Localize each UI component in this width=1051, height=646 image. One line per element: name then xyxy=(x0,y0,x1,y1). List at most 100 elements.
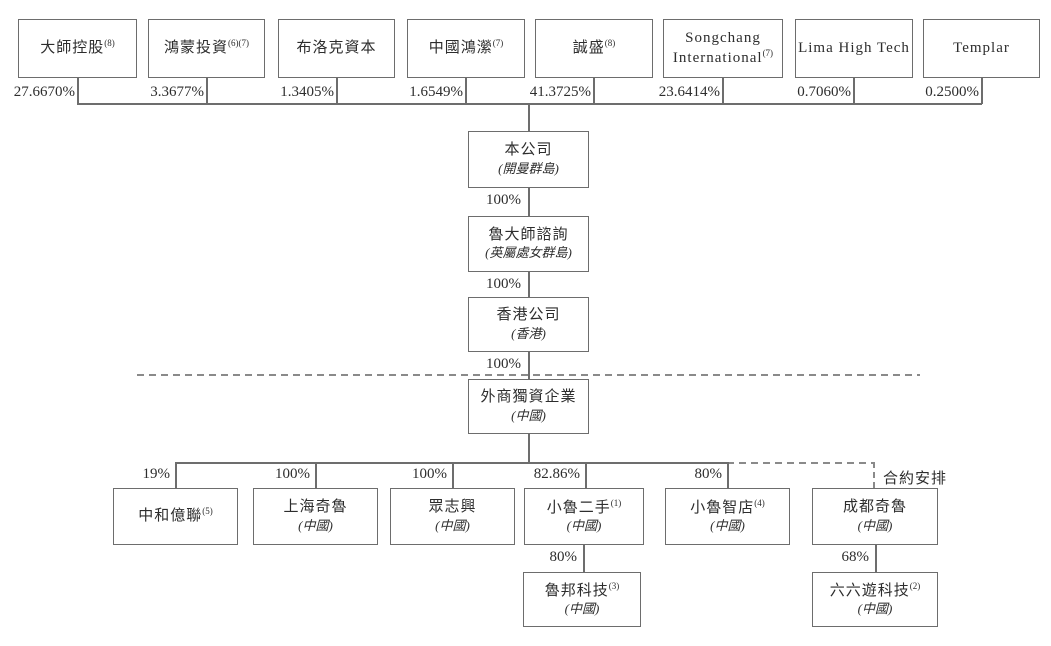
entity-name: 中國鴻瀠(7) xyxy=(428,38,504,57)
connector-line xyxy=(585,462,587,488)
entity-box-china-hongying: 中國鴻瀠(7) xyxy=(407,19,525,78)
ownership-pct: 1.6549% xyxy=(409,84,463,100)
entity-place: (英屬處女群島) xyxy=(485,245,572,261)
connector-line xyxy=(175,462,727,464)
connector-line xyxy=(722,78,724,104)
entity-name: 魯邦科技(3) xyxy=(544,580,620,599)
ownership-pct: 100% xyxy=(486,276,521,292)
ownership-pct: 100% xyxy=(486,356,521,372)
entity-name: 小魯智店(4) xyxy=(690,497,765,516)
footnote-ref: (5) xyxy=(202,506,213,517)
footnote-ref: (3) xyxy=(608,580,620,591)
entity-name: 六六遊科技(2) xyxy=(829,580,921,599)
connector-line xyxy=(583,545,585,572)
connector-line xyxy=(336,78,338,104)
connector-line xyxy=(528,272,530,297)
entity-name: 眾志興 xyxy=(428,499,477,516)
entity-box-ludashi-consulting: 魯大師諮詢 (英屬處女群島) xyxy=(468,216,589,272)
entity-box-block-capital: 布洛克資本 xyxy=(278,19,395,78)
connector-line xyxy=(727,462,729,488)
connector-line xyxy=(528,103,530,131)
connector-line xyxy=(528,188,530,216)
entity-place: (開曼群島) xyxy=(498,160,559,176)
connector-line xyxy=(206,78,208,104)
entity-box-the-company: 本公司 (開曼群島) xyxy=(468,131,589,188)
entity-name: 中和億聯(5) xyxy=(138,506,213,525)
offshore-onshore-divider xyxy=(137,374,920,376)
entity-place: (中國) xyxy=(857,517,893,533)
ownership-pct: 100% xyxy=(412,466,447,482)
connector-line xyxy=(77,78,79,104)
entity-box-templar: Templar xyxy=(923,19,1040,78)
entity-box-xiaolu-zhidian: 小魯智店(4) (中國) xyxy=(665,488,790,545)
entity-name: Templar xyxy=(953,40,1010,57)
entity-name: 誠盛(8) xyxy=(572,38,616,57)
ownership-pct: 23.6414% xyxy=(658,84,720,100)
connector-line xyxy=(452,462,454,488)
connector-line xyxy=(853,78,855,104)
connector-line xyxy=(981,78,983,104)
ownership-pct: 80% xyxy=(549,549,578,565)
entity-box-lima-high-tech: Lima High Tech xyxy=(795,19,913,78)
connector-line xyxy=(528,434,530,462)
entity-name: 布洛克資本 xyxy=(296,40,377,57)
entity-box-liuliuyou-keji: 六六遊科技(2) (中國) xyxy=(812,572,938,627)
entity-name: Lima High Tech xyxy=(798,40,910,57)
ownership-pct: 19% xyxy=(142,466,171,482)
footnote-ref: (8) xyxy=(104,38,115,49)
entity-box-zhonghe-yilian: 中和億聯(5) xyxy=(113,488,238,545)
ownership-pct: 68% xyxy=(841,549,870,565)
ownership-pct: 100% xyxy=(275,466,310,482)
footnote-ref: (2) xyxy=(909,580,921,591)
entity-name: 魯大師諮詢 xyxy=(488,226,569,243)
entity-box-hk-company: 香港公司 (香港) xyxy=(468,297,589,352)
connector-line xyxy=(315,462,317,488)
connector-line xyxy=(175,462,177,488)
entity-name: 上海奇魯 xyxy=(283,499,348,516)
entity-box-chengsheng: 誠盛(8) xyxy=(535,19,653,78)
entity-box-zhongzhixing: 眾志興 (中國) xyxy=(390,488,515,545)
entity-box-shanghai-qilu: 上海奇魯 (中國) xyxy=(253,488,378,545)
ownership-pct: 0.2500% xyxy=(925,84,979,100)
ownership-pct: 27.6670% xyxy=(13,84,75,100)
entity-place: (中國) xyxy=(566,518,602,534)
entity-place: (香港) xyxy=(511,325,546,341)
ownership-pct: 1.3405% xyxy=(280,84,334,100)
entity-place: (中國) xyxy=(564,601,600,617)
entity-place: (中國) xyxy=(511,407,546,423)
ownership-pct: 41.3725% xyxy=(529,84,591,100)
contract-dashed-line xyxy=(727,462,874,464)
ownership-pct: 3.3677% xyxy=(150,84,204,100)
entity-place: (中國) xyxy=(710,518,745,534)
entity-name: 本公司 xyxy=(504,142,553,159)
entity-name: 鴻蒙投資(6)(7) xyxy=(163,38,249,57)
footnote-ref: (8) xyxy=(604,38,616,49)
entity-box-dashi-holdings: 大師控股(8) xyxy=(18,19,137,78)
connector-line xyxy=(593,78,595,104)
entity-box-hongmeng-investment: 鴻蒙投資(6)(7) xyxy=(148,19,265,78)
footnote-ref: (4) xyxy=(754,497,765,508)
contract-dashed-line xyxy=(873,462,875,489)
footnote-ref: (7) xyxy=(492,38,504,49)
ownership-pct: 82.86% xyxy=(533,466,580,482)
footnote-ref: (7) xyxy=(762,48,774,58)
entity-name: 大師控股(8) xyxy=(40,38,115,57)
entity-place: (中國) xyxy=(857,601,893,617)
entity-box-wfoe: 外商獨資企業 (中國) xyxy=(468,379,589,434)
ownership-pct: 0.7060% xyxy=(797,84,851,100)
entity-name: 成都奇魯 xyxy=(842,499,907,516)
connector-line xyxy=(465,78,467,104)
connector-line xyxy=(875,545,877,572)
entity-name: Songchang International(7) xyxy=(672,29,774,67)
entity-box-lubang-keji: 魯邦科技(3) (中國) xyxy=(523,572,641,627)
ownership-pct: 80% xyxy=(694,466,723,482)
contract-arrangement-label: 合約安排 xyxy=(883,471,948,487)
entity-place: (中國) xyxy=(298,517,333,533)
entity-name: 小魯二手(1) xyxy=(546,497,622,516)
footnote-ref: (1) xyxy=(610,497,622,508)
entity-box-chengdu-qilu: 成都奇魯 (中國) xyxy=(812,488,938,545)
entity-name: 外商獨資企業 xyxy=(480,389,577,406)
entity-name: 香港公司 xyxy=(496,307,561,324)
entity-box-songchang-international: Songchang International(7) xyxy=(663,19,783,78)
